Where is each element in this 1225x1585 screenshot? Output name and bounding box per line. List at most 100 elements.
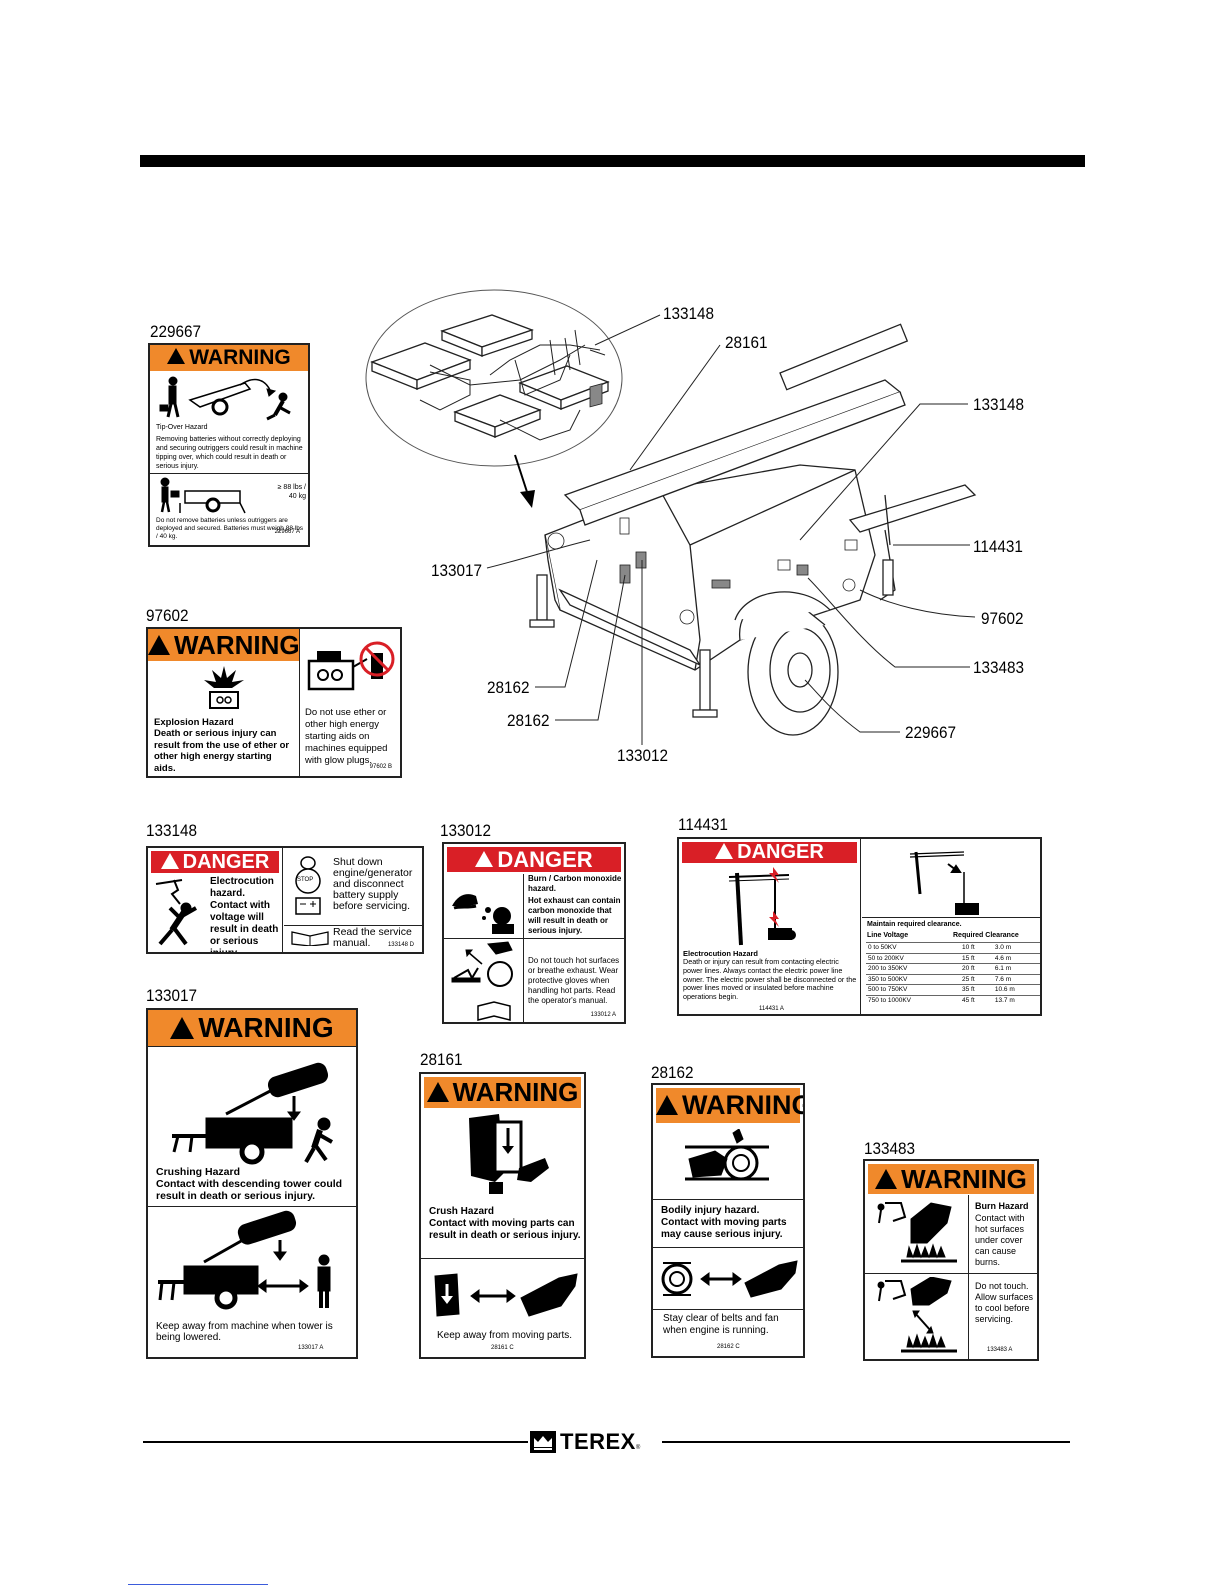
left-column <box>865 1195 969 1359</box>
cell-ft: 20 ft <box>962 965 975 972</box>
hot-surface-hand-icon <box>877 1202 957 1263</box>
part-number-133483: 133483 <box>864 1139 916 1158</box>
decal-header: DANGER <box>151 851 279 873</box>
alert-triangle-icon <box>475 851 494 868</box>
decal-body: Electrocution hazard. Contact with volta… <box>210 876 279 954</box>
cell-voltage: 500 to 750KV <box>868 986 908 993</box>
cell-voltage: 350 to 500KV <box>868 975 908 983</box>
decal-instruction: Shut down engine/generator and disconnec… <box>333 856 413 912</box>
keep-away-belt-icon <box>661 1260 798 1298</box>
decal-instruction: Keep away from moving parts. <box>437 1330 573 1341</box>
cell-m: 13.7 m <box>994 996 1015 1004</box>
decal-body: Death or injury can result from contacti… <box>683 957 857 1002</box>
callout-229667: 229667 <box>905 723 957 742</box>
tower-crush-icon <box>172 1062 333 1165</box>
callout-133148-right: 133148 <box>973 395 1025 414</box>
decal-114431: DANGER Electrocution Hazard Death or inj… <box>677 837 1042 1016</box>
cell-m: 6.1 m <box>994 965 1012 972</box>
table-col-voltage: Line Voltage <box>867 932 909 939</box>
decal-code: 28162 C <box>717 1344 740 1350</box>
decal-title: Burn / Carbon monoxide hazard. <box>528 874 622 893</box>
decal-97602: WARNING Explosion Hazard Death or seriou… <box>146 627 402 778</box>
left-column <box>444 874 524 1022</box>
decal-instruction: Stay clear of belts and fan when engine … <box>663 1313 779 1336</box>
alert-triangle-icon <box>656 1094 678 1115</box>
callout-28161: 28161 <box>725 333 768 352</box>
registered-mark-icon: ® <box>635 1445 641 1451</box>
hot-surface-icon <box>451 941 513 1021</box>
decal-title: Burn Hazard <box>975 1201 1029 1211</box>
decal-header: WARNING <box>868 1164 1034 1194</box>
cell-ft: 10 ft <box>962 944 975 951</box>
decal-title: Crushing Hazard <box>156 1166 241 1178</box>
decal-body: Contact with moving parts may cause seri… <box>661 1217 787 1240</box>
divider <box>444 938 624 939</box>
tip-over-pictogram <box>159 376 291 421</box>
left-panel: DANGER Electrocution hazard. Contact wit… <box>148 848 283 952</box>
battery-weight: ≥ 88 lbs / 40 kg <box>277 484 306 500</box>
decal-instruction: Do not touch hot surfaces or breathe exh… <box>528 956 620 1005</box>
decal-133017: WARNING Crushing Hazard Contact with des… <box>146 1008 358 1359</box>
cell-ft: 35 ft <box>962 986 975 993</box>
decal-body: Contact with hot surfaces under cover ca… <box>975 1213 1025 1267</box>
divider <box>148 1206 356 1207</box>
table-title: Maintain required clearance. <box>867 921 962 928</box>
cell-voltage: 750 to 1000KV <box>868 996 912 1004</box>
alert-triangle-icon <box>875 1169 898 1190</box>
brand-name: TEREX <box>560 1429 636 1454</box>
alert-triangle-icon <box>715 842 734 859</box>
top-rule <box>140 155 1085 167</box>
footer-rule-left <box>143 1441 528 1443</box>
part-number-229667: 229667 <box>150 322 202 341</box>
cell-ft: 15 ft <box>962 954 975 962</box>
part-number-28162: 28162 <box>651 1063 694 1082</box>
callout-133148-top: 133148 <box>663 304 715 323</box>
callout-28162-a: 28162 <box>487 678 530 697</box>
decal-133148: DANGER Electrocution hazard. Contact wit… <box>146 846 424 954</box>
stop-battery-icon <box>295 856 321 915</box>
part-number-133012: 133012 <box>440 821 492 840</box>
decal-code: 229667 A <box>274 529 300 535</box>
decal-header: WARNING <box>148 1010 356 1046</box>
decal-body: Contact with descending tower could resu… <box>156 1178 343 1202</box>
decal-title: Electrocution Hazard <box>683 949 759 958</box>
decal-instruction: Do not touch. Allow surfaces to cool bef… <box>975 1281 1034 1324</box>
decal-code: 133017 A <box>298 1345 324 1351</box>
divider <box>421 1258 584 1259</box>
decal-note: Do not remove batteries unless outrigger… <box>156 517 304 540</box>
part-number-28161: 28161 <box>420 1050 463 1069</box>
carbon-monoxide-icon <box>452 894 514 934</box>
no-touch-hand-icon <box>877 1277 957 1353</box>
callout-114431: 114431 <box>973 537 1023 556</box>
divider <box>865 1273 1037 1274</box>
light-tower-drawing <box>365 289 977 745</box>
decal-header: WARNING <box>656 1088 803 1123</box>
decal-code: 28161 C <box>491 1345 514 1351</box>
alert-triangle-icon <box>170 1016 195 1039</box>
electrocution-icon <box>155 879 197 946</box>
decal-title: Crush Hazard <box>429 1206 495 1217</box>
decal-title: Explosion Hazard <box>154 717 234 728</box>
divider <box>862 917 1040 918</box>
decal-header: WARNING <box>148 629 300 661</box>
terex-logo: TEREX ® <box>530 1429 641 1454</box>
powerline-contact-icon <box>728 867 796 946</box>
keep-away-tower-icon <box>158 1210 331 1310</box>
crush-hand-icon <box>469 1114 549 1194</box>
cell-m: 4.6 m <box>994 954 1012 962</box>
decal-code: 114431 A <box>759 1006 784 1012</box>
part-number-133017: 133017 <box>146 986 198 1005</box>
callout-133017: 133017 <box>431 561 483 580</box>
divider <box>653 1247 803 1248</box>
part-number-133148: 133148 <box>146 821 198 840</box>
decal-header: DANGER <box>682 842 857 863</box>
decal-code: 97602 B <box>369 764 392 770</box>
cell-m: 7.6 m <box>994 975 1012 983</box>
